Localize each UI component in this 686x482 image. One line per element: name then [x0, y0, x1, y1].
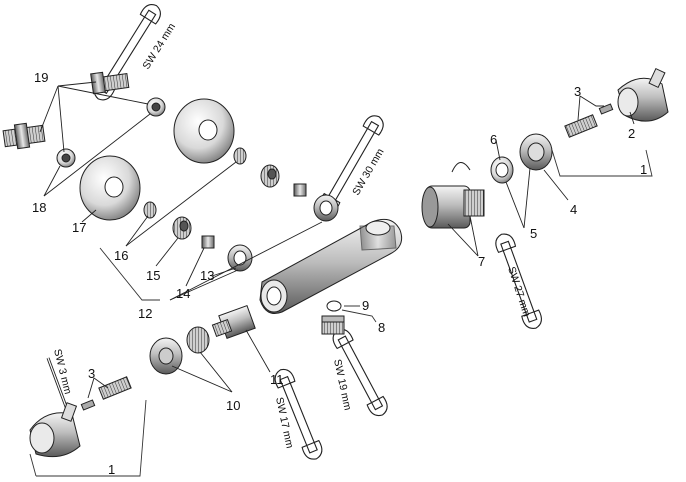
flow-control-ring — [186, 326, 210, 354]
tool-label-sw27: SW 27 mm — [505, 265, 533, 318]
union-nut-upper — [313, 194, 339, 222]
screw-right — [598, 103, 614, 115]
handle-left — [29, 402, 81, 458]
wrench-sw17 — [274, 368, 323, 460]
bushing-upper — [146, 97, 166, 117]
handle-right — [617, 67, 669, 122]
hex-key-sw3 — [46, 357, 70, 413]
nipple — [321, 315, 345, 335]
label-10: 10 — [226, 398, 240, 413]
label-8: 8 — [378, 320, 385, 335]
label-6: 6 — [490, 132, 497, 147]
bushing-lower — [56, 148, 76, 168]
label-1-right: 1 — [640, 162, 647, 177]
screw-left — [80, 399, 96, 411]
sleeve-left — [98, 376, 132, 400]
label-7: 7 — [478, 254, 485, 269]
label-18: 18 — [32, 200, 46, 215]
label-4: 4 — [570, 202, 577, 217]
label-17: 17 — [72, 220, 86, 235]
label-14: 14 — [176, 286, 190, 301]
sleeve-right — [564, 114, 598, 138]
flow-cartridge — [211, 304, 256, 340]
adjusting-ring — [490, 156, 514, 184]
label-5: 5 — [530, 226, 537, 241]
label-3-right: 3 — [574, 84, 581, 99]
s-union-upper — [90, 71, 130, 95]
label-2: 2 — [628, 126, 635, 141]
label-19: 19 — [34, 70, 48, 85]
wrench-sw27 — [495, 233, 542, 329]
rosette-lower — [79, 155, 141, 221]
label-15: 15 — [146, 268, 160, 283]
strainer-lower — [143, 201, 157, 219]
strainer-upper — [233, 147, 247, 165]
label-12: 12 — [138, 306, 152, 321]
label-16: 16 — [114, 248, 128, 263]
thermostat-body — [259, 218, 403, 314]
s-union-lower — [2, 122, 46, 150]
union-nut-lower — [227, 244, 253, 272]
valve-insert-upper — [293, 183, 307, 197]
label-9: 9 — [362, 298, 369, 313]
o-ring — [326, 300, 342, 312]
label-1-left: 1 — [108, 462, 115, 477]
valve-insert-lower — [201, 235, 215, 249]
label-13: 13 — [200, 268, 214, 283]
check-valve-upper — [260, 164, 280, 188]
rosette-upper — [173, 98, 235, 164]
tool-label-sw19: SW 19 mm — [331, 358, 354, 412]
temperature-stop — [519, 133, 553, 171]
label-3-left: 3 — [88, 366, 95, 381]
circlip — [451, 162, 471, 173]
flow-control-knob — [149, 337, 183, 375]
label-11: 11 — [270, 372, 284, 387]
check-valve-lower — [172, 216, 192, 240]
thermostatic-cartridge — [421, 185, 485, 229]
